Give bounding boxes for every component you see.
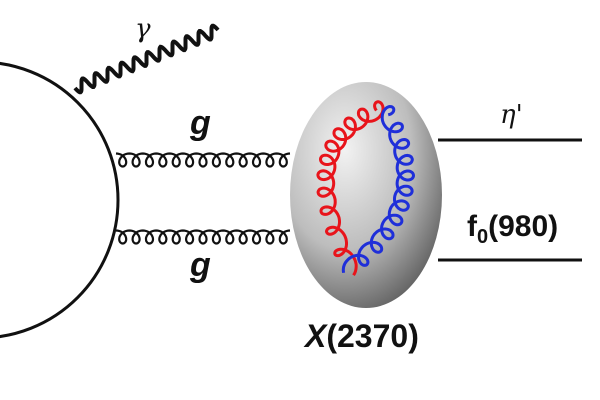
gluon-line-bottom [115,229,291,245]
x2370-label: X(2370) [305,318,419,355]
photon-line [73,23,220,95]
f0-subscript: 0 [477,226,489,248]
f0-label: f0(980) [467,210,558,249]
x2370-blob [290,82,442,308]
red-gluon-loop [316,100,385,277]
f0-main: f [467,210,477,243]
eta-prime-label: η' [500,100,523,130]
gluon-label-top: g [190,104,211,142]
blue-gluon-loop [341,104,416,274]
x-mass: (2370) [326,318,419,354]
f0-mass: (980) [488,210,559,243]
gluon-label-bottom: g [190,246,211,284]
gluon-line-top [115,152,291,168]
x-symbol: X [305,318,327,354]
initial-state-circle [0,61,120,339]
photon-label: γ [135,14,151,44]
